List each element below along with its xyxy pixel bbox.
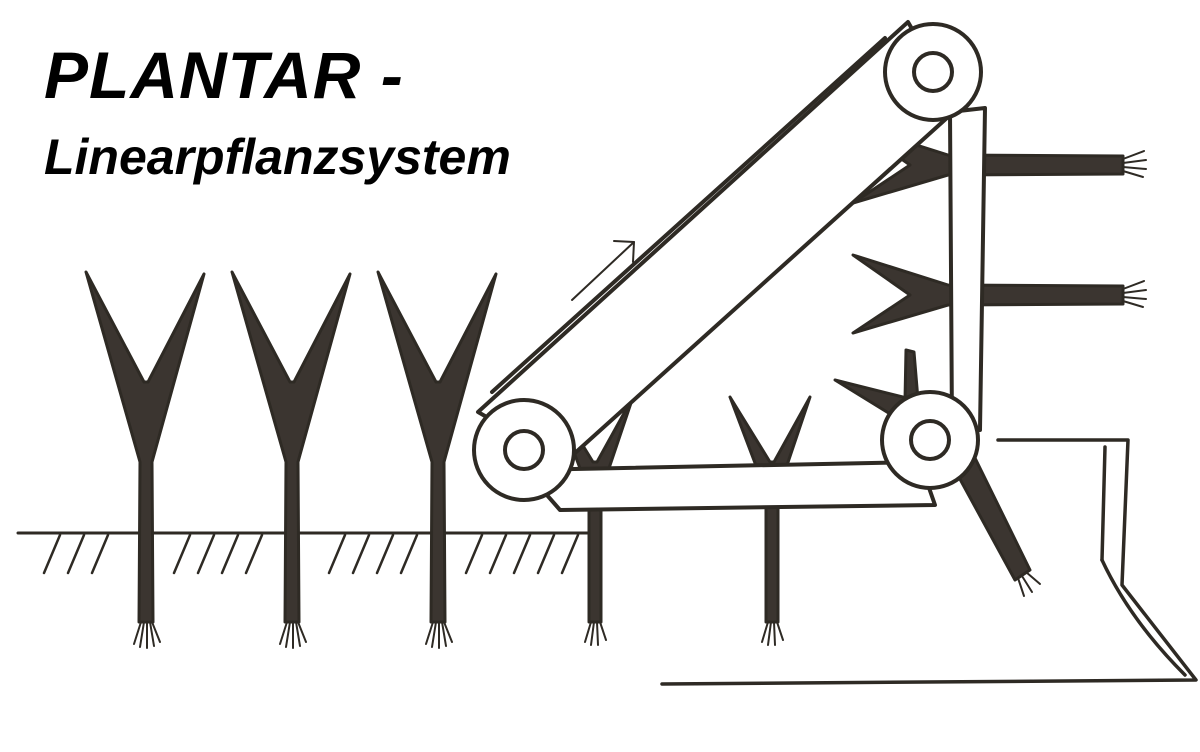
diagram-title: PLANTAR - <box>44 38 404 112</box>
pulley-top <box>883 22 983 122</box>
ground-surface <box>16 531 602 575</box>
furrow-opener <box>660 438 1198 686</box>
pulley-right <box>880 390 980 490</box>
diagram-subtitle: Linearpflanzsystem <box>44 129 511 185</box>
direction-arrow <box>571 240 635 301</box>
seedling-diagonal <box>953 456 1041 597</box>
pulley-left <box>472 398 576 502</box>
